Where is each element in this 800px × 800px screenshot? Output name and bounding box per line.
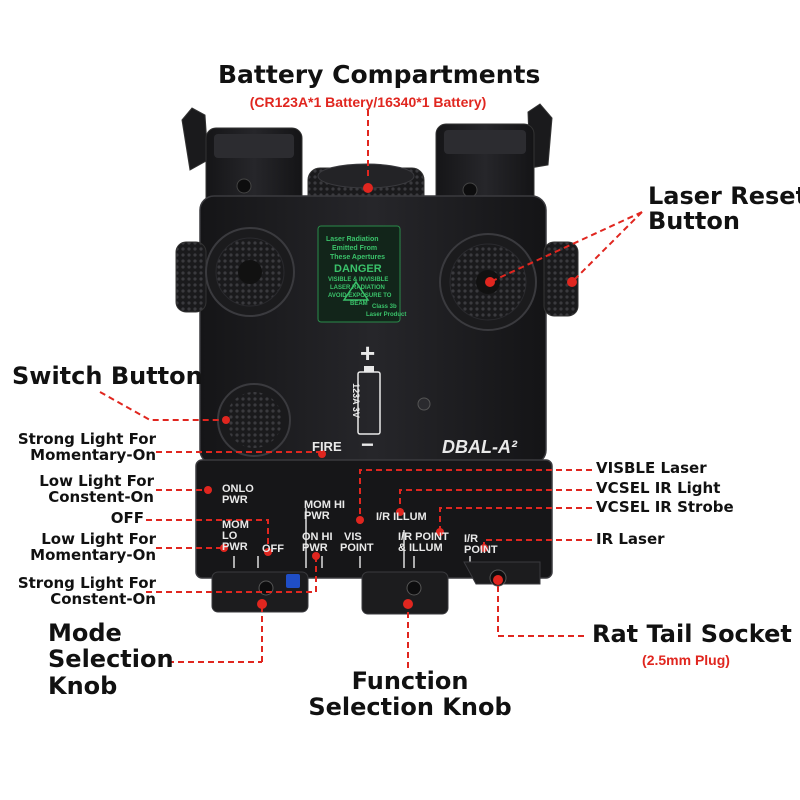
mode-mom-hi-label: MOM HI [304,499,345,511]
ir-laser-label: IR Laser [596,530,665,548]
model-marking: DBAL-A² [442,437,517,457]
leader-laser-reset-1 [489,211,643,283]
mode-selection-knob-label: Mode Selection Knob [48,619,174,700]
visible-laser-label: VISBLE Laser [596,459,707,477]
leader-off [146,519,269,550]
left-dial [205,227,295,317]
warning-line-5: LASER RADIATION [330,285,385,291]
vcsel-ir-strobe-label: VCSEL IR Strobe [596,498,734,516]
battery-compartments-label: Battery Compartments [218,60,541,89]
low-light-constant-label: Low Light For Constent-On [8,472,154,506]
warning-line-7: BEAM [350,301,368,307]
mode-on-hi-pwr-label: PWR [302,542,328,554]
low-momentary-line-1: Low Light For [41,530,156,548]
minus-marking: − [361,432,374,457]
mode-knob-line-1: Mode [48,619,122,647]
vcsel-ir-light-label: VCSEL IR Light [596,479,721,497]
strong-momentary-line-1: Strong Light For [17,430,156,448]
function-ir-illum: I/R ILLUM [376,511,427,523]
strong-light-momentary-label: Strong Light For Momentary-On [8,430,156,464]
laser-reset-line-2: Button [648,207,740,236]
function-ir-point-illum: I/R POINT & ILLUM [398,532,449,554]
mode-mom-hi-pwr: MOM HI PWR [304,500,345,522]
function-knob [361,571,449,615]
strong-light-constant-label: Strong Light For Constent-On [8,574,156,608]
off-label: OFF [110,509,144,527]
warning-line-3: These Apertures [330,254,385,261]
warning-line-4: VISIBLE & INVISIBLE [328,277,389,283]
function-vis-label: VIS [344,531,362,543]
function-ir-point: I/R POINT [464,534,498,556]
mode-onlo-pwr-label: PWR [222,494,248,506]
mode-mom-label: MOM [222,519,249,531]
mode-knob-line-2: Selection [48,645,174,674]
rat-tail-socket-label: Rat Tail Socket [592,620,792,648]
mode-on-hi-pwr: ON HI PWR [302,532,333,554]
battery-marking: 123A 3V [350,383,361,418]
warning-line-2: Emitted From [332,245,378,252]
laser-reset-button-label: Laser Reset Button [648,182,800,236]
warning-line-1: Laser Radiation [326,236,379,243]
top-clamp-left [181,107,209,171]
leader-lines [99,110,643,668]
function-vis-point-label: POINT [340,542,374,554]
low-light-momentary-label: Low Light For Momentary-On [8,530,156,564]
mode-onlo-pwr: ONLO PWR [222,484,254,506]
warning-line-9: Laser Product [366,312,407,318]
low-constant-line-2: Constent-On [48,487,154,506]
mode-off: OFF [262,543,284,555]
function-selection-knob-label: Function Selection Knob [300,668,520,721]
right-grip [543,241,579,317]
mode-mom-hi-pwr-label: PWR [304,510,330,522]
warning-panel [317,225,401,323]
warning-danger: DANGER [334,263,382,275]
leader-vcsel-strobe [439,507,592,530]
left-grip [175,241,207,313]
mode-knob-line-3: Knob [48,671,118,700]
strong-momentary-line-2: Momentary-On [30,445,156,464]
function-knob-line-1: Function [351,667,469,695]
leader-rat-tail [497,582,584,637]
mode-lo-label: LO [222,530,238,542]
warning-line-6: AVOID EXPOSURE TO [328,293,392,299]
switch-button-label: Switch Button [12,362,203,390]
leader-dots [204,183,577,609]
rat-tail-socket-subtitle: (2.5mm Plug) [642,652,730,668]
leader-laser-reset-2 [571,211,643,283]
battery-compartments-subtitle: (CR123A*1 Battery/16340*1 Battery) [249,94,487,110]
mode-indicator [286,574,300,588]
leader-visible [359,469,592,518]
leader-vcsel-light [399,489,592,512]
plus-marking: + [360,338,376,368]
strong-constant-line-2: Constent-On [50,589,156,608]
mode-on-hi-label: ON HI [302,531,333,543]
function-ir-illum-label: & ILLUM [398,542,443,554]
mode-mom-lo-pwr: MOM LO PWR [222,520,249,553]
screw [417,397,431,411]
mode-onlo-label: ONLO [222,483,254,495]
low-momentary-line-2: Momentary-On [30,545,156,564]
function-ir-point-only-label: POINT [464,544,498,556]
mode-lo-pwr-label: PWR [222,541,248,553]
function-vis-point: VIS POINT [340,532,374,554]
fire-switch [217,383,291,457]
leader-strong-constant [146,556,317,593]
function-ir-point-label: I/R POINT [398,531,449,543]
low-constant-line-1: Low Light For [39,472,154,490]
fire-marking: FIRE [312,439,342,454]
laser-reset-line-1: Laser Reset [648,182,800,210]
function-knob-line-2: Selection Knob [308,693,512,722]
strong-constant-line-1: Strong Light For [17,574,156,592]
battery-symbol-terminal [364,366,374,372]
function-ir-label: I/R [464,533,479,545]
position-ticks [233,508,471,568]
warning-triangle-icon [342,280,370,301]
warning-line-8: Class 3b [372,304,397,310]
